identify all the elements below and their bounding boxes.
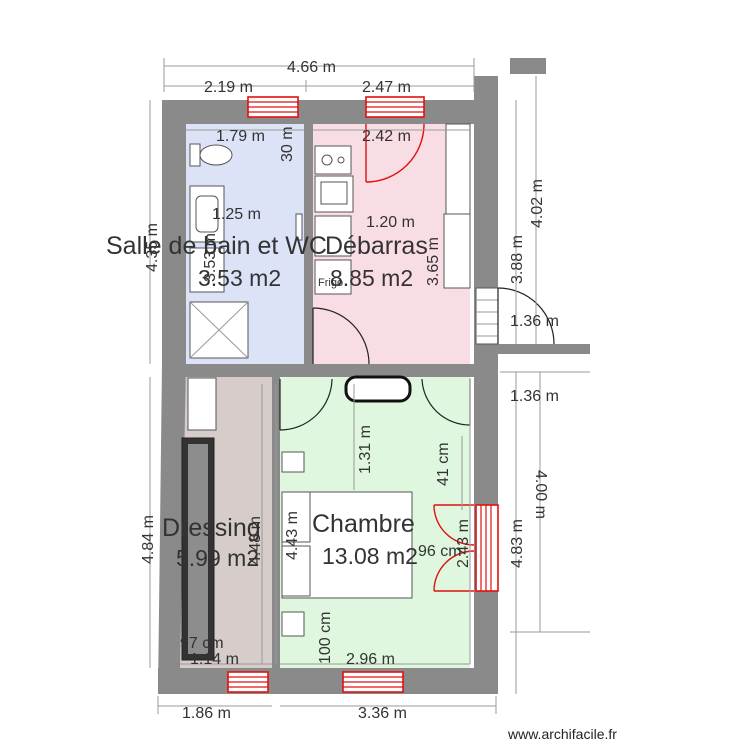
door-exterior-step bbox=[475, 287, 555, 345]
dim-bottom-right: 3.36 m bbox=[358, 705, 407, 722]
room-area-chambre: 13.08 m2 bbox=[322, 543, 418, 569]
wall-step bbox=[498, 344, 590, 354]
dim-bottom-left: 1.86 m bbox=[182, 705, 231, 722]
room-area-debarras: 8.85 m2 bbox=[330, 265, 413, 291]
fridge-label: Frigo bbox=[318, 277, 343, 289]
credit: www.archifacile.fr bbox=[507, 726, 617, 742]
window-debarras bbox=[365, 96, 425, 118]
dim-debarras-inner-width: 2.42 m bbox=[362, 128, 411, 145]
wall-right bbox=[474, 76, 498, 694]
washer-icon bbox=[314, 215, 352, 257]
dim-bath-inner: 3.53 m bbox=[202, 233, 219, 282]
shelving-icon bbox=[443, 123, 471, 289]
wall-left-top bbox=[162, 100, 186, 377]
chambre-bench bbox=[344, 375, 412, 403]
fridge-icon: Frigo bbox=[314, 259, 352, 295]
dim-dressing-bottom: 1.14 m bbox=[190, 651, 239, 668]
wall-middle bbox=[162, 364, 474, 377]
dim-dressing-left: 4.84 m bbox=[140, 515, 157, 564]
room-area-salle-de-bain: 3.53 m2 bbox=[198, 265, 281, 291]
dim-right-side: 4.00 m bbox=[532, 470, 549, 519]
dim-bath-height: 4.35 m bbox=[144, 223, 161, 272]
dressing-wardrobe-inner bbox=[188, 444, 208, 654]
window-chambre-bottom bbox=[342, 671, 404, 693]
dim-dressing-cabinet: 97 cm bbox=[180, 635, 224, 652]
dim-chambre-right: 2.43 m bbox=[455, 519, 472, 568]
kitchen-sink-icon bbox=[314, 175, 354, 213]
room-name-chambre: Chambre bbox=[312, 510, 415, 538]
dim-step-b: 1.36 m bbox=[510, 388, 559, 405]
wall-left-bottom bbox=[158, 364, 186, 694]
sink-icon bbox=[189, 185, 225, 243]
door-chambre-top-left bbox=[279, 378, 333, 431]
dim-chambre-inner-width: 2.96 m bbox=[346, 651, 395, 668]
dim-step-a: 1.36 m bbox=[510, 313, 559, 330]
dimension-lines bbox=[149, 58, 590, 714]
door-debarras-window bbox=[365, 123, 425, 183]
dressing-cabinet bbox=[187, 377, 217, 431]
dim-right-inner: 3.88 m bbox=[509, 235, 526, 284]
window-bath bbox=[247, 96, 299, 118]
dim-top-left: 2.19 m bbox=[204, 79, 253, 96]
nightstand-bottom bbox=[281, 611, 305, 637]
radiator-icon bbox=[295, 213, 303, 241]
door-debarras bbox=[312, 307, 370, 365]
bed-icon bbox=[281, 491, 413, 599]
dim-debarras-depth: 1.20 m bbox=[366, 214, 415, 231]
window-dressing-bottom bbox=[227, 671, 269, 693]
dim-top-right: 2.47 m bbox=[362, 79, 411, 96]
room-name-dressing: Dressing bbox=[162, 514, 261, 542]
dim-right-outer: 4.02 m bbox=[529, 179, 546, 228]
door-chambre-window bbox=[433, 504, 475, 592]
dim-overall-width: 4.66 m bbox=[287, 59, 336, 76]
dim-bath-wall: 1.25 m bbox=[212, 206, 261, 223]
toilet-icon bbox=[189, 143, 233, 167]
wall-corner bbox=[510, 58, 546, 74]
room-name-salle-de-bain: Salle de bain et WC bbox=[106, 232, 327, 260]
room-area-dressing: 5.99 m2 bbox=[176, 545, 259, 571]
dim-bath-inner-width: 1.79 m bbox=[216, 128, 265, 145]
dim-wardrobe: 41 cm bbox=[435, 442, 452, 486]
room-name-debarras: Débarras bbox=[325, 232, 428, 260]
dim-bed-clearance: 1.31 m bbox=[357, 425, 374, 474]
window-chambre-right bbox=[475, 504, 499, 592]
shower-icon bbox=[189, 301, 249, 359]
dim-bed-depth: 100 cm bbox=[317, 612, 334, 664]
bathtub-icon bbox=[189, 247, 225, 293]
stove-icon bbox=[314, 145, 352, 175]
nightstand-top bbox=[281, 451, 305, 473]
dim-debarras-inner-height: 3.65 m bbox=[425, 237, 442, 286]
dim-bath-window: 30 m bbox=[279, 126, 296, 162]
dim-dressing-inner: 4.48 m bbox=[247, 516, 264, 565]
dim-right-total: 4.83 m bbox=[509, 519, 526, 568]
wall-top bbox=[162, 100, 487, 124]
dim-chambre-inner-left: 4.43 m bbox=[284, 511, 301, 560]
wall-bottom bbox=[158, 668, 496, 694]
wall-bath-debarras bbox=[304, 124, 313, 364]
dim-door-width: 96 cm bbox=[418, 543, 462, 560]
